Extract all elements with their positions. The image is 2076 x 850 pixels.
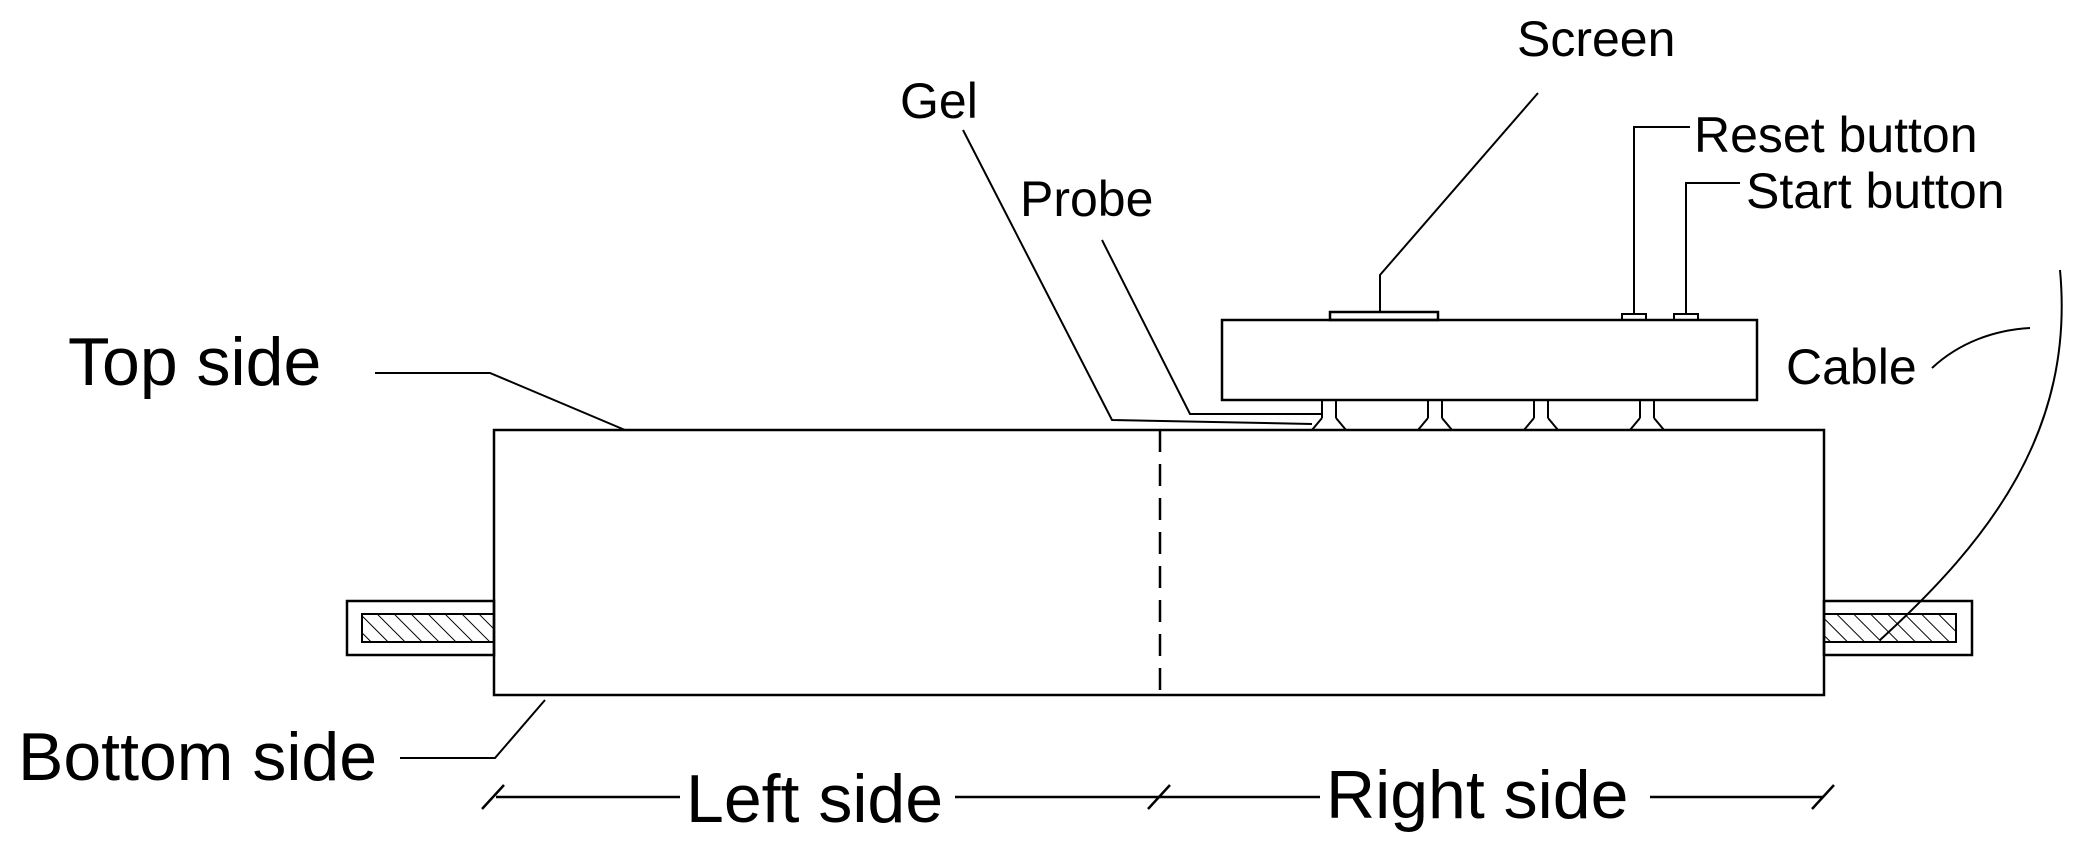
- probe-4: [1629, 400, 1665, 431]
- probe-2: [1417, 400, 1453, 431]
- bottom-side-leader: [400, 699, 546, 759]
- probe-leader: [1101, 239, 1322, 415]
- start-button-element: [1673, 313, 1699, 321]
- label-top-side: Top side: [68, 324, 321, 400]
- label-probe: Probe: [1020, 171, 1153, 227]
- label-bottom-side: Bottom side: [18, 719, 377, 795]
- gel-leader: [962, 129, 1313, 425]
- cable-line: [1879, 269, 2063, 641]
- label-right-side: Right side: [1326, 757, 1628, 833]
- top-side-leader: [375, 372, 626, 431]
- label-cable: Cable: [1786, 339, 1917, 395]
- start-button-leader: [1685, 182, 1740, 314]
- right-end-plate: [1822, 599, 1974, 657]
- probe-3: [1523, 400, 1559, 431]
- label-left-side: Left side: [686, 761, 943, 837]
- label-screen: Screen: [1517, 11, 1675, 67]
- label-gel: Gel: [900, 73, 978, 129]
- screen-leader: [1379, 92, 1539, 312]
- reset-button-leader: [1633, 126, 1690, 314]
- screen-element: [1328, 310, 1440, 322]
- label-start-button: Start button: [1746, 163, 2005, 219]
- cable-leader: [1931, 327, 2031, 369]
- label-reset-button: Reset button: [1694, 107, 1978, 163]
- device-housing: [1220, 318, 1759, 402]
- dimension-line: [481, 784, 1835, 810]
- reset-button-element: [1621, 313, 1647, 321]
- left-end-plate: [345, 599, 496, 657]
